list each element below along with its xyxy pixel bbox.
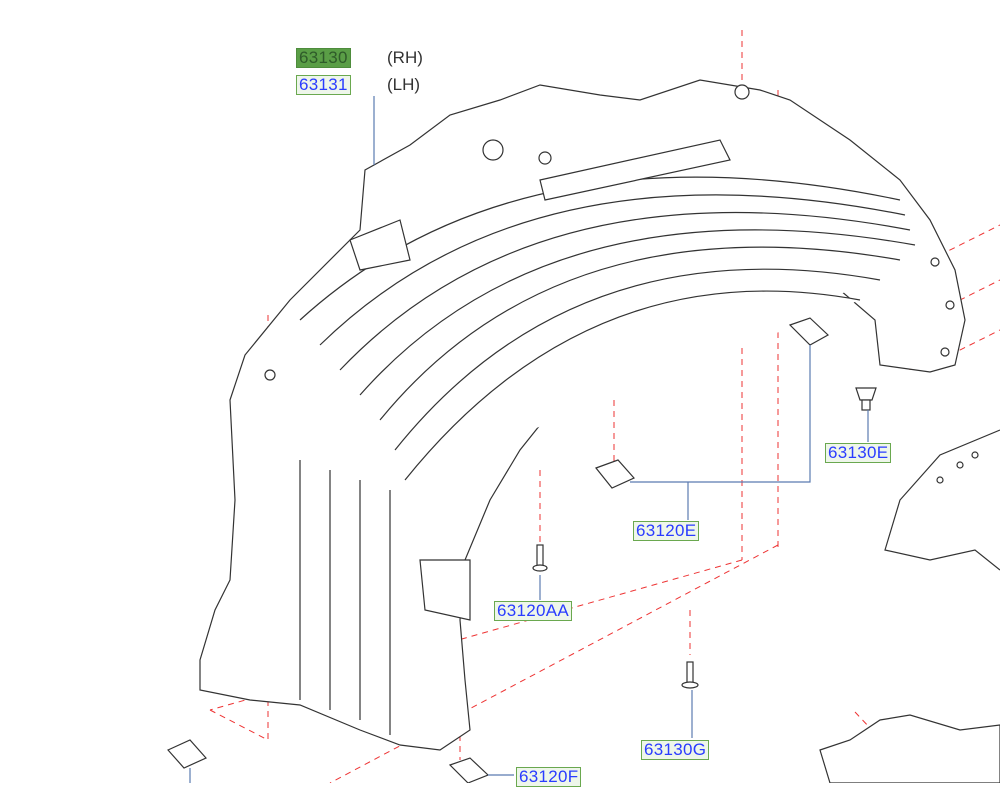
part-label-63130G[interactable]: 63130G <box>641 740 710 760</box>
adjacent-parts <box>819 429 1000 783</box>
rh-side-label: (RH) <box>387 48 423 67</box>
part-label-63120AA[interactable]: 63120AA <box>494 601 573 621</box>
part-label-63120F[interactable]: 63120F <box>516 767 582 787</box>
part-label-63130E[interactable]: 63130E <box>825 443 892 463</box>
fender-liner <box>199 79 966 751</box>
part-label-63120E[interactable]: 63120E <box>633 521 700 541</box>
part-label-63130[interactable]: 63130 <box>296 48 351 68</box>
fasteners <box>167 317 877 783</box>
part-label-63131[interactable]: 63131 <box>296 75 351 95</box>
lh-side-label: (LH) <box>387 75 421 94</box>
leader-lines <box>189 96 869 783</box>
